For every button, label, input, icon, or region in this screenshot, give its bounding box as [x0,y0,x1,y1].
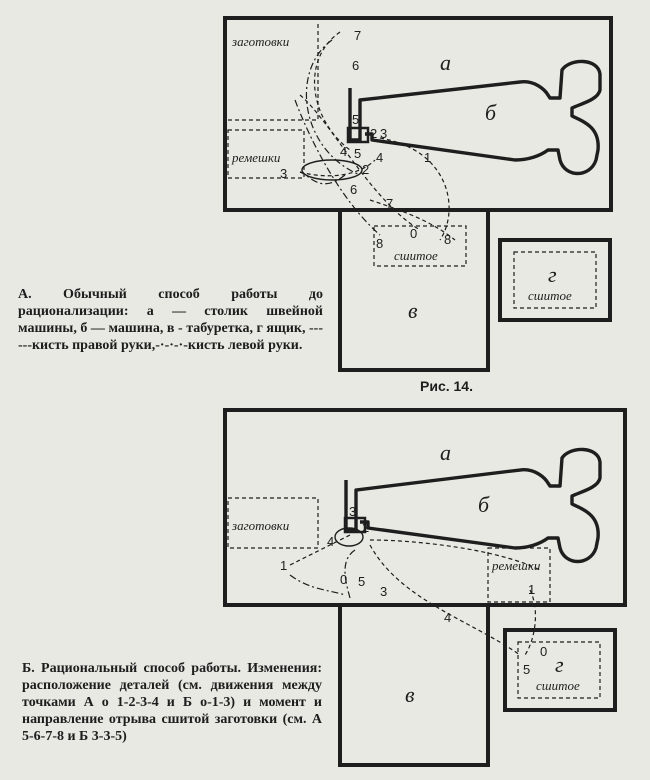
point-a-7: 7 [386,196,393,211]
path-a-7 [299,171,346,185]
needle-area-b [343,516,367,534]
path-b-1 [289,534,351,566]
stool-a-outline [338,208,490,372]
diagram-a [223,16,613,372]
stool-b-outline [338,603,490,767]
label-b-box-inner: сшитое [536,678,580,693]
point-a-6-top: 6 [352,58,359,73]
point-a-4: 4 [340,144,347,159]
point-b-1: 1 [280,558,287,573]
diagram-b [223,408,627,767]
point-b-5-box: 5 [523,662,530,677]
zone-sshitoe-a [373,225,467,267]
path-a-5 [379,137,450,241]
point-a-1: 1 [424,150,431,165]
box-a-inner [513,251,597,309]
table-b-outline [223,408,627,607]
label-a-stool: в [408,298,418,323]
path-b-4 [369,544,521,656]
path-a-8 [369,199,456,241]
point-b-1-right: 1 [528,582,535,597]
point-b-2: 2 [362,520,369,535]
point-a-6: 6 [350,182,357,197]
point-a-3-top: 3 [380,126,387,141]
point-a-3: 3 [280,166,287,181]
label-a-machine: б [485,100,497,125]
path-a-6 [299,159,376,177]
point-b-3-top: 3 [349,504,356,519]
box-b-outline [503,628,617,712]
label-b-table: а [440,440,451,465]
label-a-table: а [440,50,451,75]
needle-area-a [346,126,370,144]
point-b-4-low: 4 [444,610,451,625]
zone-remeshki-a [227,129,305,179]
point-a-7-top: 7 [354,28,361,43]
point-b-4: 4 [327,534,334,549]
point-b-0-box: 0 [540,644,547,659]
figure-title: Рис. 14. [420,378,473,394]
label-b-remeshki: ремешки [491,558,541,573]
point-a-8-right: 8 [444,232,451,247]
point-a-5: 5 [354,146,361,161]
label-b-machine: б [478,492,490,517]
point-b-5: 5 [358,574,365,589]
point-a-5-top: 5 [352,112,359,127]
label-b-stool: в [405,682,415,707]
zone-remeshki-b [487,547,551,603]
zone-zagotovki-b [227,497,319,549]
caption-b: Б. Рациональный способ работы. Изменения… [22,661,322,744]
path-a-2 [305,39,361,176]
path-a-4 [294,99,381,236]
label-b-box: г [555,652,564,677]
point-a-4-right: 4 [376,150,383,165]
path-b-3 [369,539,541,571]
point-b-3: 3 [380,584,387,599]
box-a-outline [498,238,612,322]
caption-a: А. Обычный способ работы до рационализац… [18,287,323,353]
label-a-zagotovki: заготовки [231,34,290,49]
point-a-8-left: 8 [376,236,383,251]
point-a-0: 0 [410,226,417,241]
point-b-0: 0 [340,572,347,587]
box-b-inner [517,641,601,699]
sewing-machine-a [348,59,602,176]
label-a-sshitoe: сшитое [394,248,438,263]
path-b-6 [344,549,356,599]
sewing-machine-b [344,447,602,564]
path-a-3 [299,94,421,231]
point-a-2-top: 2 [370,126,377,141]
point-a-2: 2 [362,162,369,177]
loop-b [334,527,364,547]
label-b-zagotovki: заготовки [231,518,290,533]
zone-zagotovki-a [228,24,319,121]
loop-a [301,159,363,181]
label-a-box: г [548,262,557,287]
path-b-5 [524,589,536,656]
path-b-2 [289,574,346,596]
label-a-remeshki: ремешки [231,150,281,165]
label-a-box-inner: сшитое [528,288,572,303]
